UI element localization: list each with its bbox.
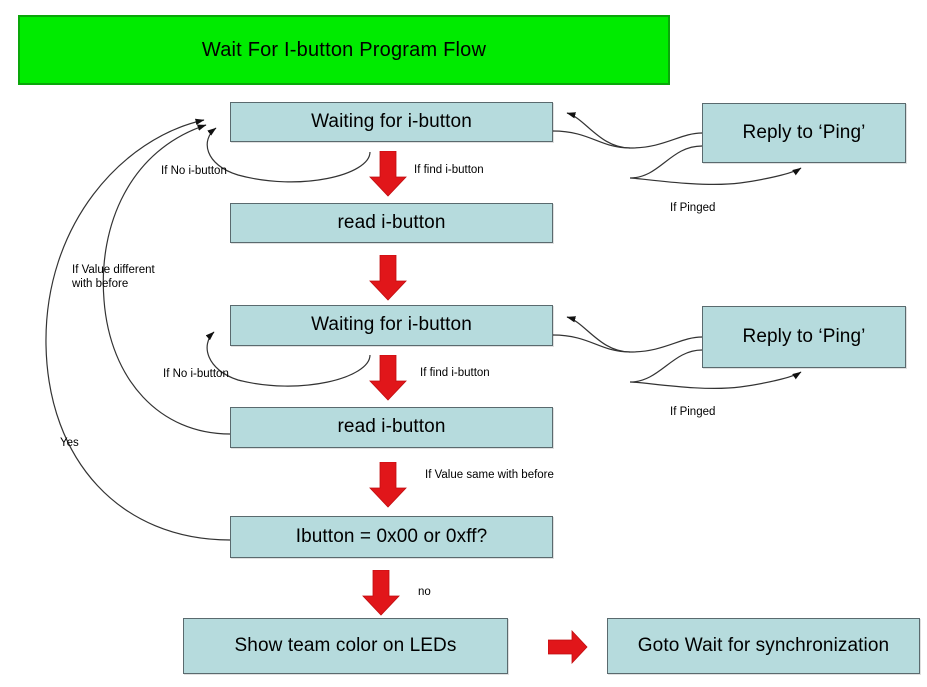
edge-label-yes: Yes [60,437,79,449]
node-goto-wait-sync-label: Goto Wait for synchronization [637,634,890,656]
red-arrow-down-3 [369,355,407,401]
edge-ping-return-2 [566,316,631,353]
node-reply-ping-1-label: Reply to ‘Ping’ [742,121,866,143]
node-wait2[interactable]: Waiting for i-button [230,305,553,346]
red-arrow-right-1 [548,630,588,664]
edge-label-no-ibutton-2: If No i-button [163,368,229,380]
edge-yes [45,118,231,541]
node-reply-ping-2[interactable]: Reply to ‘Ping’ [702,306,906,368]
node-show-team-color[interactable]: Show team color on LEDs [183,618,508,674]
node-reply-ping-2-label: Reply to ‘Ping’ [742,325,866,347]
edge-ping-return-1 [566,112,631,149]
edge-label-no-ibutton-1: If No i-button [161,165,227,177]
node-goto-wait-sync[interactable]: Goto Wait for synchronization [607,618,920,674]
node-read1[interactable]: read i-button [230,203,553,243]
node-wait1-label: Waiting for i-button [311,110,472,132]
node-read2-label: read i-button [337,416,446,438]
node-decision-label: Ibutton = 0x00 or 0xff? [295,525,488,547]
edge-to-ping-2 [552,334,703,353]
node-read2[interactable]: read i-button [230,407,553,448]
edge-label-no: no [418,586,431,598]
edge-label-pinged-1: If Pinged [670,202,716,214]
diagram-title-banner: Wait For I-button Program Flow [18,15,670,85]
edge-label-value-different: If Value different with before [72,264,155,291]
page-title: Wait For I-button Program Flow [201,38,487,61]
red-arrow-down-5 [362,570,400,616]
edge-label-find-ibutton-1: If find i-button [414,164,484,176]
edge-label-value-same: If Value same with before [425,469,554,481]
node-read1-label: read i-button [337,211,446,233]
node-wait1[interactable]: Waiting for i-button [230,102,553,142]
node-wait2-label: Waiting for i-button [311,314,472,336]
edge-label-find-ibutton-2: If find i-button [420,367,490,379]
node-show-team-color-label: Show team color on LEDs [234,634,457,656]
red-arrow-down-4 [369,462,407,508]
red-arrow-down-1 [369,151,407,197]
node-reply-ping-1[interactable]: Reply to ‘Ping’ [702,103,906,163]
node-decision[interactable]: Ibutton = 0x00 or 0xff? [230,516,553,558]
edge-label-pinged-2: If Pinged [670,406,716,418]
red-arrow-down-2 [369,255,407,301]
edge-to-ping-1 [552,130,703,149]
